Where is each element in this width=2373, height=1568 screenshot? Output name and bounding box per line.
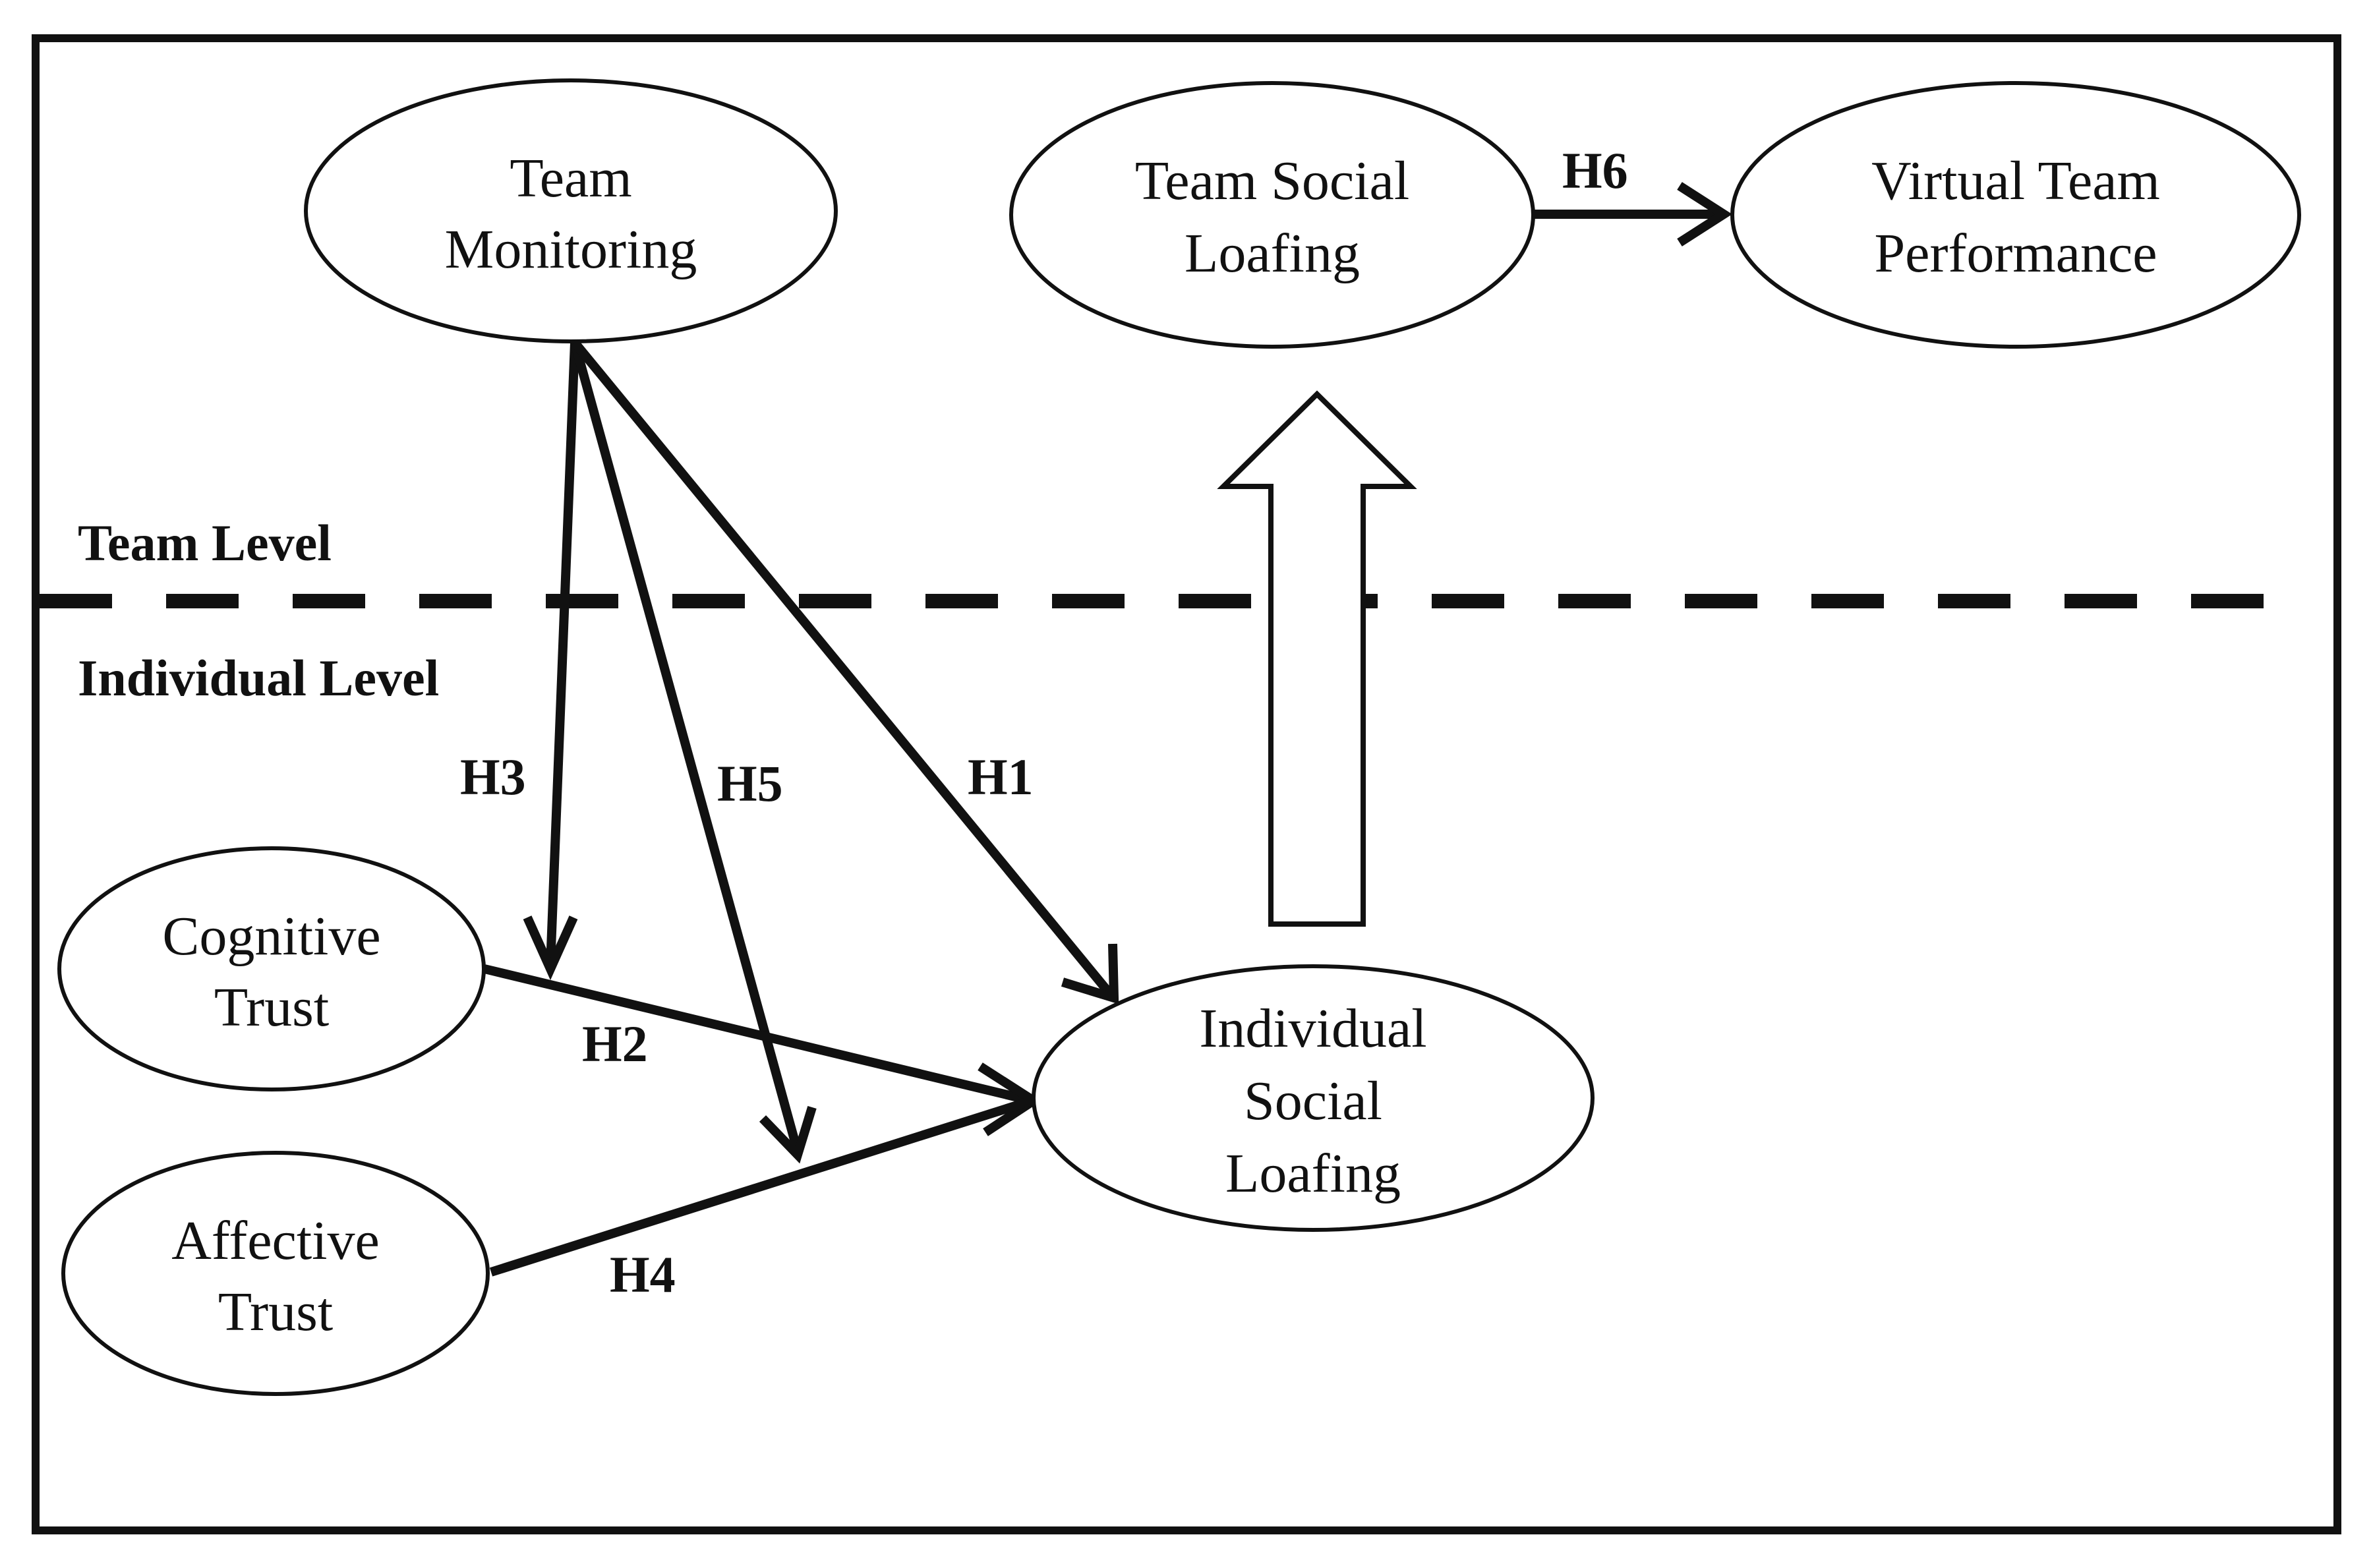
- cognitive-trust-line-2: Trust: [214, 977, 329, 1038]
- cognitive-trust-line-1: Cognitive: [162, 906, 380, 967]
- node-virtual-team-performance: Virtual Team Performance: [1730, 81, 2301, 349]
- node-cognitive-trust: Cognitive Trust: [57, 846, 486, 1091]
- aggregation-block-arrow: [1217, 390, 1417, 927]
- affective-trust-line-1: Affective: [171, 1210, 380, 1271]
- virtual-team-performance-line-1: Virtual Team: [1871, 150, 2160, 212]
- individual-social-loafing-line-2: Social: [1244, 1070, 1382, 1132]
- node-individual-social-loafing: Individual Social Loafing: [1032, 964, 1595, 1232]
- edge-h3: [523, 342, 579, 981]
- hypothesis-h5-label: H5: [717, 755, 783, 812]
- team-monitoring-line-1: Team: [510, 148, 631, 209]
- virtual-team-performance-line-2: Performance: [1874, 223, 2157, 284]
- node-affective-trust: Affective Trust: [61, 1151, 490, 1396]
- edge-h1: [571, 339, 1119, 1004]
- node-team-social-loafing: Team Social Loafing: [1009, 81, 1535, 349]
- hypothesis-h6-label: H6: [1562, 142, 1628, 199]
- individual-social-loafing-line-1: Individual: [1199, 998, 1426, 1059]
- hypothesis-h2-label: H2: [582, 1015, 648, 1072]
- edge-h4: [489, 1096, 1034, 1277]
- team-social-loafing-line-1: Team Social: [1135, 150, 1409, 212]
- edge-h6: [1533, 182, 1732, 247]
- affective-trust-line-2: Trust: [218, 1281, 333, 1343]
- hypothesis-h3-label: H3: [460, 748, 526, 805]
- edge-h5: [570, 341, 817, 1164]
- team-monitoring-line-2: Monitoring: [445, 219, 697, 280]
- individual-level-label: Individual Level: [78, 649, 439, 707]
- team-level-label: Team Level: [78, 514, 332, 571]
- hypothesis-h1-label: H1: [968, 748, 1034, 805]
- hypothesis-h4-label: H4: [610, 1246, 676, 1303]
- team-social-loafing-line-2: Loafing: [1185, 223, 1360, 284]
- node-team-monitoring: Team Monitoring: [304, 78, 838, 343]
- individual-social-loafing-line-3: Loafing: [1225, 1143, 1401, 1204]
